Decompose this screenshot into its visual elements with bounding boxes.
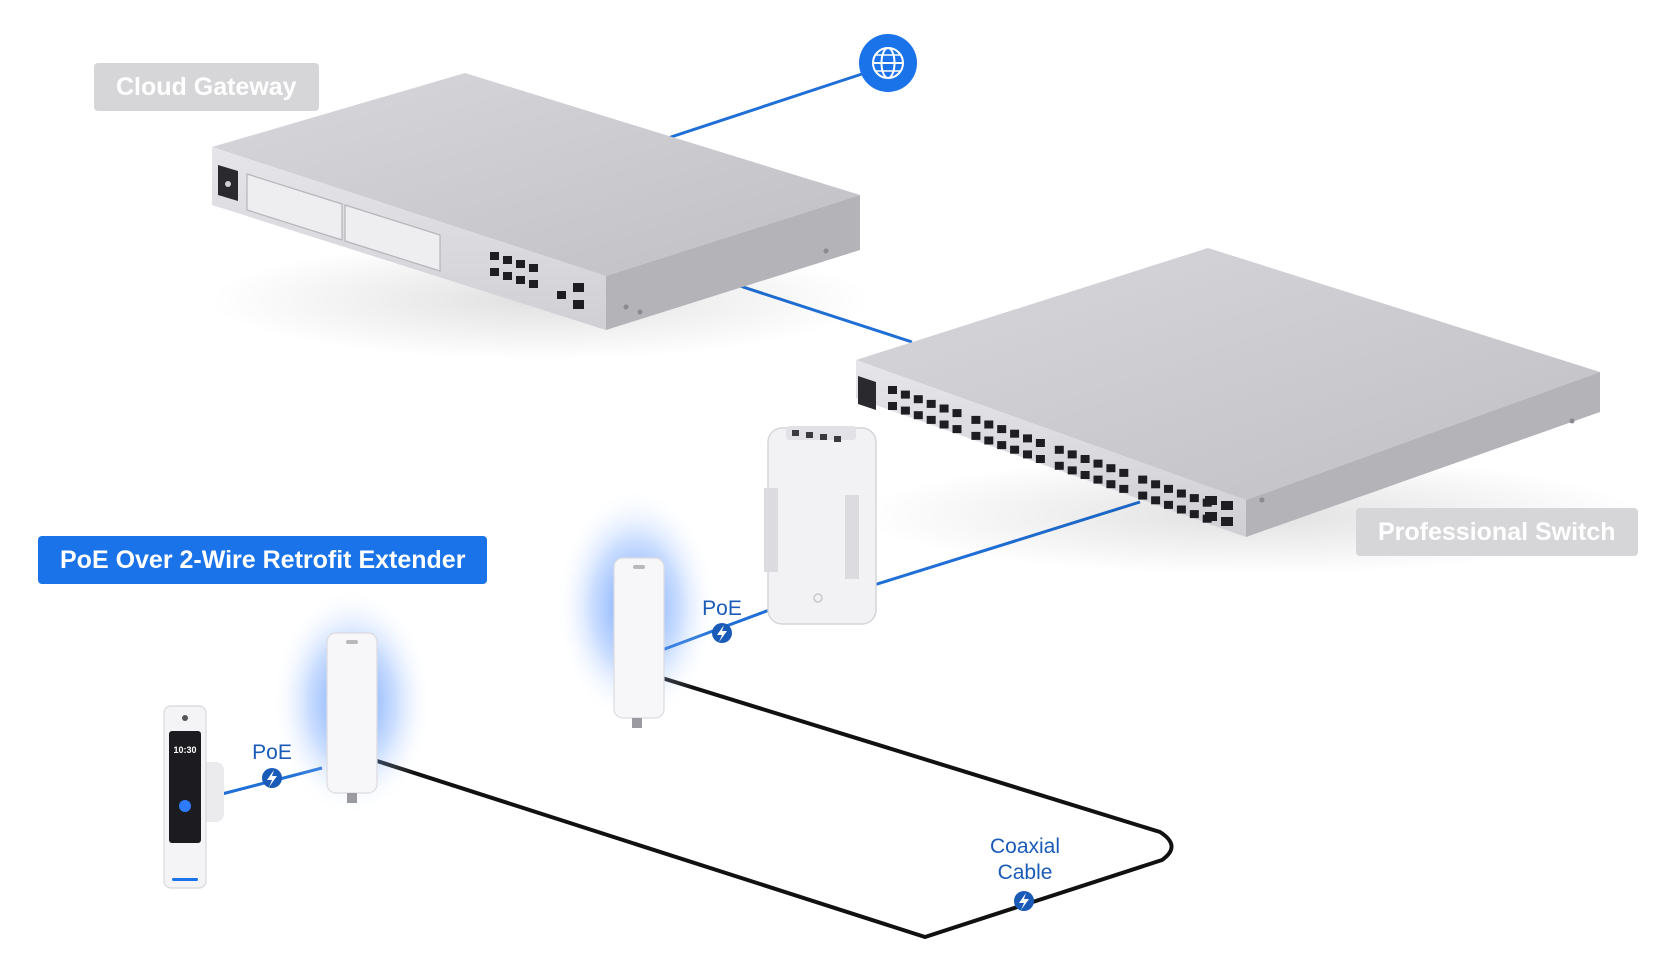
switch-port: [900, 406, 910, 415]
switch-port: [913, 395, 923, 404]
retrofit-extender-label: PoE Over 2-Wire Retrofit Extender: [38, 536, 488, 584]
switch-port: [1119, 468, 1129, 477]
poe-label-upper: PoE: [702, 597, 742, 620]
sfp-port: [1205, 512, 1217, 521]
lightning-bolt-icon: [1014, 891, 1034, 911]
switch-port: [1080, 455, 1090, 463]
switch-port: [939, 404, 949, 413]
coaxial-label-line1: Coaxial: [989, 835, 1061, 858]
professional-switch-label: Professional Switch: [1356, 508, 1638, 556]
switch-port: [952, 425, 962, 434]
switch-port: [971, 431, 981, 440]
switch-port: [1176, 505, 1186, 514]
switch-port: [1067, 450, 1077, 459]
switch-port: [1093, 475, 1103, 484]
switch-port: [1035, 439, 1045, 447]
switch-port: [1023, 450, 1032, 459]
sfp-port: [1221, 501, 1233, 510]
internet-uplink-line: [667, 70, 869, 140]
switch-port: [984, 436, 994, 445]
lower-retrofit-extender: [272, 588, 432, 816]
switch-port: [1151, 480, 1161, 489]
switch-port: [926, 399, 936, 408]
wall-poe-switch-device: [764, 426, 877, 625]
coaxial-cable: [373, 676, 1174, 939]
globe-icon: [859, 34, 917, 92]
switch-port: [888, 402, 897, 410]
switch-ports: [888, 386, 1233, 526]
switch-port: [1164, 500, 1173, 509]
switch-port: [1080, 471, 1090, 479]
switch-port: [913, 411, 923, 420]
sfp-port: [1221, 517, 1233, 526]
switch-port: [1138, 491, 1148, 500]
switch-port: [1151, 496, 1161, 505]
intercom-time-text: 10:30: [173, 745, 196, 755]
switch-port: [939, 420, 949, 429]
switch-port: [1164, 484, 1173, 493]
coaxial-label-line2: Cable: [997, 861, 1053, 884]
switch-port: [952, 409, 962, 418]
switch-port: [971, 415, 981, 424]
switch-port: [1138, 475, 1148, 484]
intercom-call-button: [179, 800, 191, 812]
switch-port: [997, 441, 1007, 450]
switch-port: [1106, 480, 1116, 489]
cloud-gateway-label: Cloud Gateway: [94, 63, 319, 111]
switch-port: [926, 415, 936, 424]
coaxial-cable-label: Coaxial Cable: [975, 834, 1075, 886]
lightning-bolt-icon: [262, 768, 282, 788]
switch-port: [1054, 461, 1064, 470]
sfp-port: [1205, 496, 1217, 505]
switch-port: [1023, 434, 1032, 443]
switch-port: [1176, 489, 1186, 498]
switch-port: [1189, 510, 1199, 519]
poe-label-lower: PoE: [252, 741, 292, 764]
cloud-gateway-device: [210, 73, 870, 360]
lightning-bolt-icon: [712, 623, 732, 643]
intercom-device: 10:30: [163, 705, 224, 889]
switch-port: [997, 425, 1007, 434]
switch-port: [888, 386, 897, 394]
switch-port: [1054, 445, 1064, 454]
switch-port: [1010, 445, 1020, 454]
switch-port: [1189, 494, 1199, 503]
switch-port: [1119, 484, 1129, 493]
switch-port: [1035, 455, 1045, 463]
switch-port: [1093, 459, 1103, 468]
switch-port: [984, 420, 994, 429]
switch-port: [1106, 464, 1116, 473]
switch-port: [1067, 466, 1077, 475]
switch-port: [1010, 429, 1020, 438]
upper-retrofit-extender: [556, 488, 716, 728]
switch-port: [900, 390, 910, 399]
